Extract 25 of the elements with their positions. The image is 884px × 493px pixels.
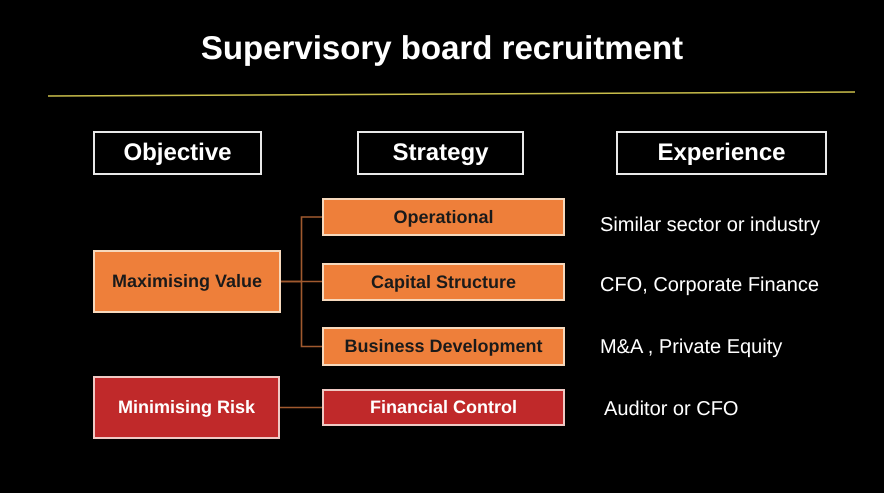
process-box [322, 198, 565, 236]
process-box [93, 250, 281, 313]
box-label: Experience [657, 138, 786, 168]
title: Supervisory board recruitment [200, 28, 684, 68]
box-label: Minimising Risk [118, 396, 256, 419]
connector-line [281, 280, 322, 348]
box-label: Business Development [344, 335, 543, 358]
box-label: Operational [393, 206, 494, 228]
process-box [322, 263, 565, 301]
experience-text: M&A , Private Equity [600, 335, 782, 360]
header-box [616, 131, 827, 175]
risk-box [93, 376, 280, 439]
header-box [93, 131, 262, 175]
box-label: Objective [123, 138, 232, 168]
experience-text: Auditor or CFO [604, 397, 738, 422]
box-label: Financial Control [370, 396, 517, 419]
process-box [322, 327, 565, 366]
experience-text: Similar sector or industry [600, 213, 820, 238]
box-label: Capital Structure [370, 270, 516, 294]
box-label: Maximising Value [112, 270, 262, 293]
risk-box [322, 389, 565, 426]
experience-text: CFO, Corporate Finance [600, 273, 819, 298]
box-label: Strategy [392, 138, 489, 168]
connector-line [280, 406, 322, 408]
header-box [357, 131, 524, 175]
